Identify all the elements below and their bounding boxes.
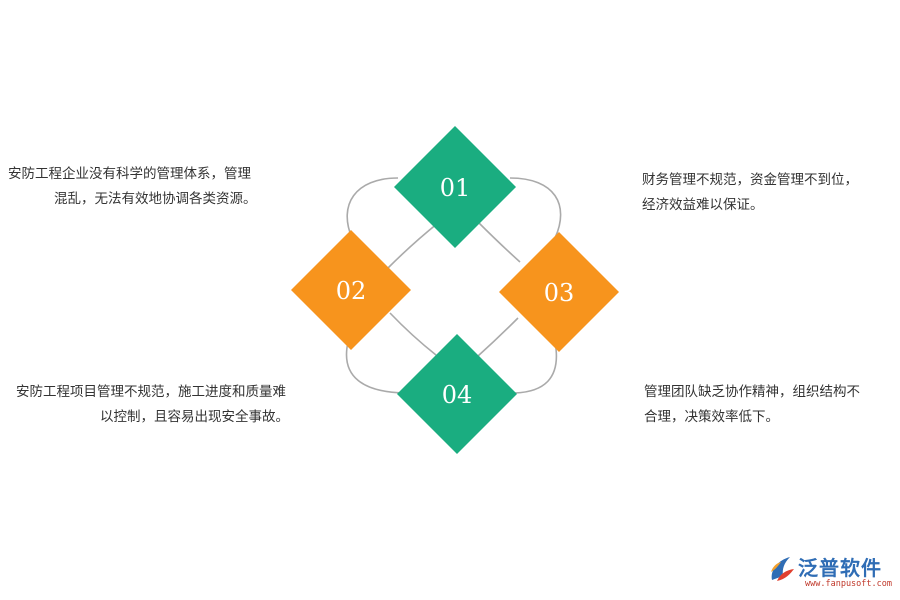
diamond-03: 03 xyxy=(499,232,619,352)
diamond-01-shape xyxy=(394,126,516,248)
connector-outer-bottom-left xyxy=(345,341,405,394)
item-03-line-2: 经济效益难以保证。 xyxy=(642,197,764,213)
connector-outer-bottom-right xyxy=(514,341,558,394)
item-01-description: 安防工程企业没有科学的管理体系，管理 混乱，无法有效地协调各类资源。 xyxy=(8,162,270,212)
brand-name: 泛普软件 xyxy=(798,556,882,580)
connector-inner-bottom-right xyxy=(477,317,519,357)
connector-lines xyxy=(345,177,562,394)
item-02-line-1: 安防工程项目管理不规范，施工进度和质量难 xyxy=(16,384,286,400)
diamond-01-number: 01 xyxy=(440,174,471,202)
diamond-03-shape xyxy=(499,232,619,352)
diamond-02: 02 xyxy=(291,230,411,350)
brand-logo: 泛普软件 www.fanpusoft.com xyxy=(768,552,892,596)
connector-inner-bottom-left xyxy=(389,312,437,356)
item-04-line-2: 合理，决策效率低下。 xyxy=(644,409,779,425)
brand-mark-icon xyxy=(771,557,794,581)
item-04-description: 管理团队缺乏协作精神，组织结构不 合理，决策效率低下。 xyxy=(644,380,884,430)
item-03-description: 财务管理不规范，资金管理不到位， 经济效益难以保证。 xyxy=(642,168,882,218)
diamond-03-number: 03 xyxy=(544,279,575,307)
item-01-line-2: 混乱，无法有效地协调各类资源。 xyxy=(54,191,257,207)
connector-outer-top-left xyxy=(346,177,399,239)
diamond-02-number: 02 xyxy=(336,277,367,305)
brand-url: www.fanpusoft.com xyxy=(805,579,892,589)
connector-inner-top-right xyxy=(477,221,521,263)
diamond-04-shape xyxy=(397,334,517,454)
connector-outer-top-right xyxy=(509,177,562,239)
item-04-line-1: 管理团队缺乏协作精神，组织结构不 xyxy=(644,384,860,400)
item-01-line-1: 安防工程企业没有科学的管理体系，管理 xyxy=(8,166,251,182)
item-02-line-2: 以控制，且容易出现安全事故。 xyxy=(100,409,289,425)
item-03-line-1: 财务管理不规范，资金管理不到位， xyxy=(642,172,858,188)
connector-inner-top-left xyxy=(387,222,439,269)
diamond-04-number: 04 xyxy=(442,381,473,409)
diamond-01: 01 xyxy=(394,126,516,248)
diamond-04: 04 xyxy=(397,334,517,454)
diamond-02-shape xyxy=(291,230,411,350)
item-02-description: 安防工程项目管理不规范，施工进度和质量难 以控制，且容易出现安全事故。 xyxy=(16,380,304,430)
